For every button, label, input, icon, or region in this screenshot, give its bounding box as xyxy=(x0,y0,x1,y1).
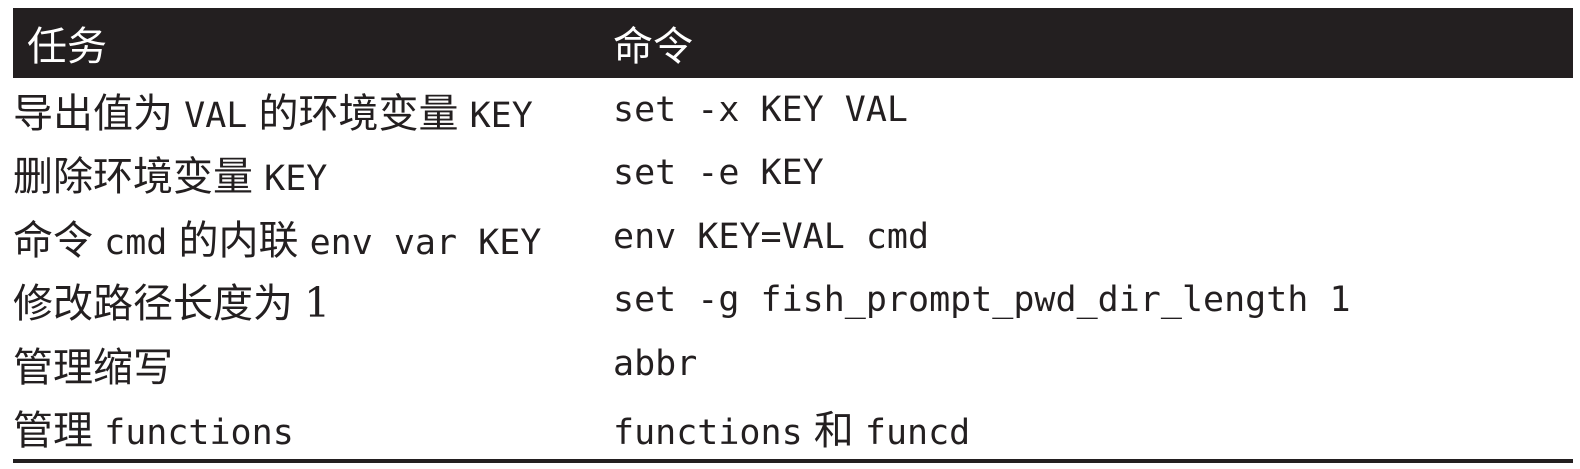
text-segment: 导出值为 xyxy=(13,91,185,136)
task-cell: 删除环境变量 KEY xyxy=(13,144,613,202)
text-segment: funcd xyxy=(864,413,971,454)
text-segment: 和 xyxy=(802,409,865,454)
text-segment: 管理缩写 xyxy=(13,345,173,390)
text-segment: cmd xyxy=(104,222,168,263)
command-cell: abbr xyxy=(613,344,1573,384)
text-segment: functions xyxy=(104,413,294,454)
command-cell: set -x KEY VAL xyxy=(613,90,1573,130)
header-cell-task: 任务 xyxy=(27,25,107,69)
text-segment: 管理 xyxy=(13,409,105,454)
task-cell: 管理缩写 xyxy=(13,335,613,393)
table-bottom-rule xyxy=(13,459,1573,463)
table-row: 管理缩写 abbr xyxy=(13,332,1573,396)
text-segment: VAL xyxy=(184,95,248,136)
text-segment: 1 xyxy=(304,279,331,328)
text-segment: set -x KEY VAL xyxy=(613,89,909,130)
text-segment: 的环境变量 xyxy=(247,91,470,136)
table-header-row: 任务 命令 xyxy=(13,8,1573,78)
command-cell: set -e KEY xyxy=(613,153,1573,193)
text-segment: set -g fish_prompt_pwd_dir_length 1 xyxy=(613,280,1351,321)
text-segment: 的内联 xyxy=(167,218,310,263)
task-cell: 修改路径长度为 1 xyxy=(13,271,613,329)
task-cell: 管理 functions xyxy=(13,398,613,456)
command-cell: set -g fish_prompt_pwd_dir_length 1 xyxy=(613,280,1573,320)
header-cell-command: 命令 xyxy=(613,25,693,69)
text-segment: KEY xyxy=(469,95,533,136)
text-segment: env KEY=VAL cmd xyxy=(613,216,930,257)
task-cell: 导出值为 VAL 的环境变量 KEY xyxy=(13,81,613,139)
text-segment: 修改路径长度为 xyxy=(13,282,305,327)
task-cell: 命令 cmd 的内联 env var KEY xyxy=(13,208,613,266)
text-segment: env var KEY xyxy=(309,222,542,263)
text-segment: 删除环境变量 xyxy=(13,155,265,200)
text-segment: 命令 xyxy=(13,218,105,263)
text-segment: set -e KEY xyxy=(613,153,824,194)
command-cell: functions 和 funcd xyxy=(613,398,1573,456)
text-segment: abbr xyxy=(613,343,698,384)
text-segment: functions xyxy=(613,413,803,454)
command-cell: env KEY=VAL cmd xyxy=(613,217,1573,257)
text-segment: KEY xyxy=(264,159,328,200)
